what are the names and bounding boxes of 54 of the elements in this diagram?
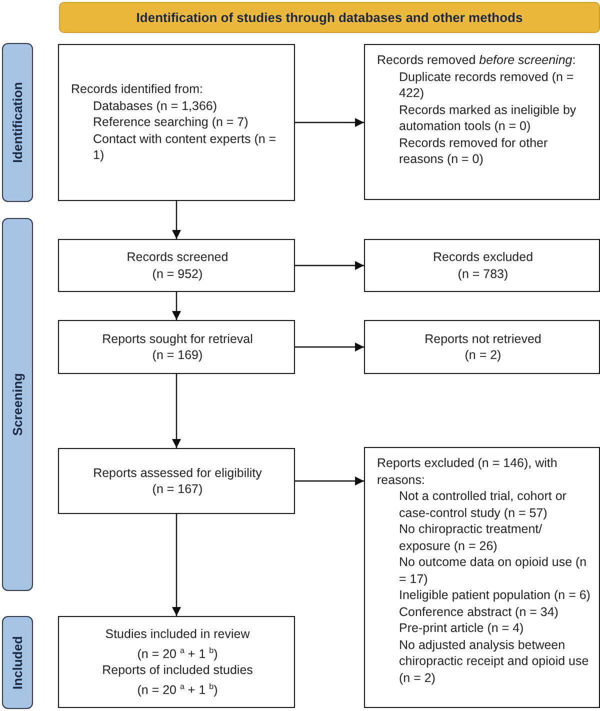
box-text: Databases (n = 1,366)	[92, 98, 218, 114]
box-text: Records excluded	[432, 249, 534, 266]
phase-label-band	[2, 616, 33, 709]
box-text: Pre-print article (n = 4)	[398, 620, 525, 636]
box-text: (n = 167)	[152, 481, 203, 498]
process-box	[58, 44, 295, 201]
arrow	[295, 342, 364, 352]
box-text: Contact with content experts (n = 1)	[92, 130, 278, 164]
process-box	[364, 447, 600, 708]
process-box	[58, 320, 295, 374]
arrow	[295, 118, 364, 127]
box-text: (n = 952)	[152, 266, 203, 282]
phase-label-band	[2, 43, 33, 202]
box-text: No adjusted analysis between chiropractic receipt and opioid use (n = 2)	[398, 636, 590, 686]
box-text: Reports assessed for eligibility	[93, 464, 262, 481]
arrow	[172, 201, 181, 239]
process-box	[364, 320, 600, 374]
box-text: Records removed before screening:	[377, 52, 577, 68]
box-text: (n = 169)	[152, 347, 203, 364]
box-text: (n = 783)	[458, 266, 508, 282]
box-text: (n = 2)	[464, 347, 502, 364]
box-text: (n = 20 $^{a}$ + 1 $^{b}$)	[137, 644, 218, 662]
arrow	[172, 514, 181, 616]
arrow	[295, 261, 364, 270]
phase-label: Included	[10, 636, 25, 690]
phase-label-band	[2, 218, 33, 591]
box-text: No outcome data on opioid use (n = 17)	[398, 554, 588, 587]
box-text: Records identified from:	[71, 81, 204, 98]
arrow	[172, 374, 181, 448]
box-text: No chiropractic treatment/ exposure (n = 26)	[398, 521, 544, 554]
box-text: Conference abstract (n = 34)	[398, 604, 560, 620]
box-text: Studies included in review	[105, 626, 250, 642]
box-text: Reference searching (n = 7)	[92, 114, 250, 131]
box-text: Records screened	[126, 249, 228, 266]
arrow	[172, 292, 181, 320]
box-text: Not a controlled trial, cohort or case-control study (n = 57)	[398, 488, 568, 521]
box-text: Records removed for other reasons (n = 0)	[398, 134, 549, 168]
phase-label: Identification	[10, 82, 25, 163]
box-text: (n = 20 $^{a}$ + 1 $^{b}$)	[137, 680, 218, 698]
process-box	[58, 239, 295, 292]
box-text: Reports sought for retrieval	[102, 330, 253, 347]
box-text: Reports excluded (n = 146), with reasons:	[377, 455, 558, 488]
box-text: Records marked as ineligible by automation tools (n = 0)	[398, 102, 578, 134]
box-text: Reports not retrieved	[424, 330, 542, 347]
process-box	[58, 448, 295, 514]
process-box	[364, 44, 600, 200]
process-box	[58, 616, 295, 708]
box-text: Reports of included studies	[102, 662, 253, 678]
box-text: Ineligible patient population (n = 6)	[398, 587, 591, 604]
section-header-banner: Identification of studies through databases and other methods	[59, 2, 600, 33]
phase-label: Screening	[10, 373, 25, 436]
box-text: Duplicate records removed (n = 422)	[398, 68, 575, 102]
process-box	[364, 239, 600, 292]
arrow	[295, 476, 364, 486]
